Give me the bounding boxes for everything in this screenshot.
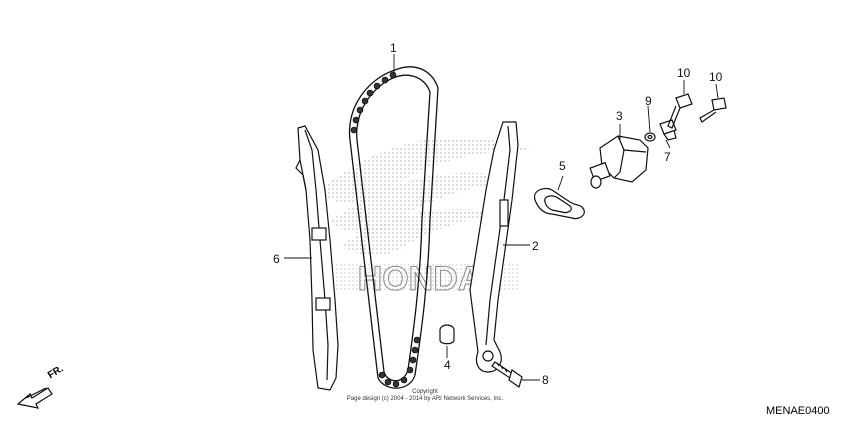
cam-chain-tensioner-arm	[295, 125, 339, 391]
callout-7: 7	[664, 150, 671, 164]
leader-lines	[284, 54, 719, 381]
tensioner-lifter	[589, 135, 649, 189]
callout-10a: 10	[677, 66, 691, 80]
diagram-code: MENAE0400	[766, 405, 830, 417]
callout-3: 3	[616, 109, 623, 123]
callout-4: 4	[444, 358, 451, 372]
copyright-notice: Copyright Page design (c) 2004 - 2014 by…	[330, 389, 520, 403]
tensioner-bolt-b	[699, 97, 727, 123]
washer	[644, 132, 656, 142]
callout-1: 1	[390, 41, 397, 55]
guide-pivot-bolt	[439, 324, 455, 345]
cam-chain-links-bottom	[378, 336, 421, 388]
tensioner-gasket	[533, 187, 585, 220]
cam-chain	[348, 66, 439, 389]
callout-6: 6	[273, 252, 280, 266]
callout-10b: 10	[709, 70, 723, 84]
cam-chain-guide	[469, 121, 519, 373]
callout-2: 2	[532, 239, 539, 253]
tensioner-bolt-a	[667, 93, 693, 129]
front-direction-arrow	[16, 387, 53, 409]
flange-bolt	[491, 361, 523, 388]
callout-5: 5	[559, 159, 566, 173]
callout-8: 8	[542, 373, 549, 387]
copyright-line-2: Page design (c) 2004 - 2014 by ARI Netwo…	[346, 396, 504, 402]
callout-9: 9	[645, 94, 652, 108]
cam-chain-links-top	[350, 71, 397, 134]
sealing-bolt	[659, 119, 677, 141]
copyright-line-1: Copyright	[412, 389, 438, 395]
